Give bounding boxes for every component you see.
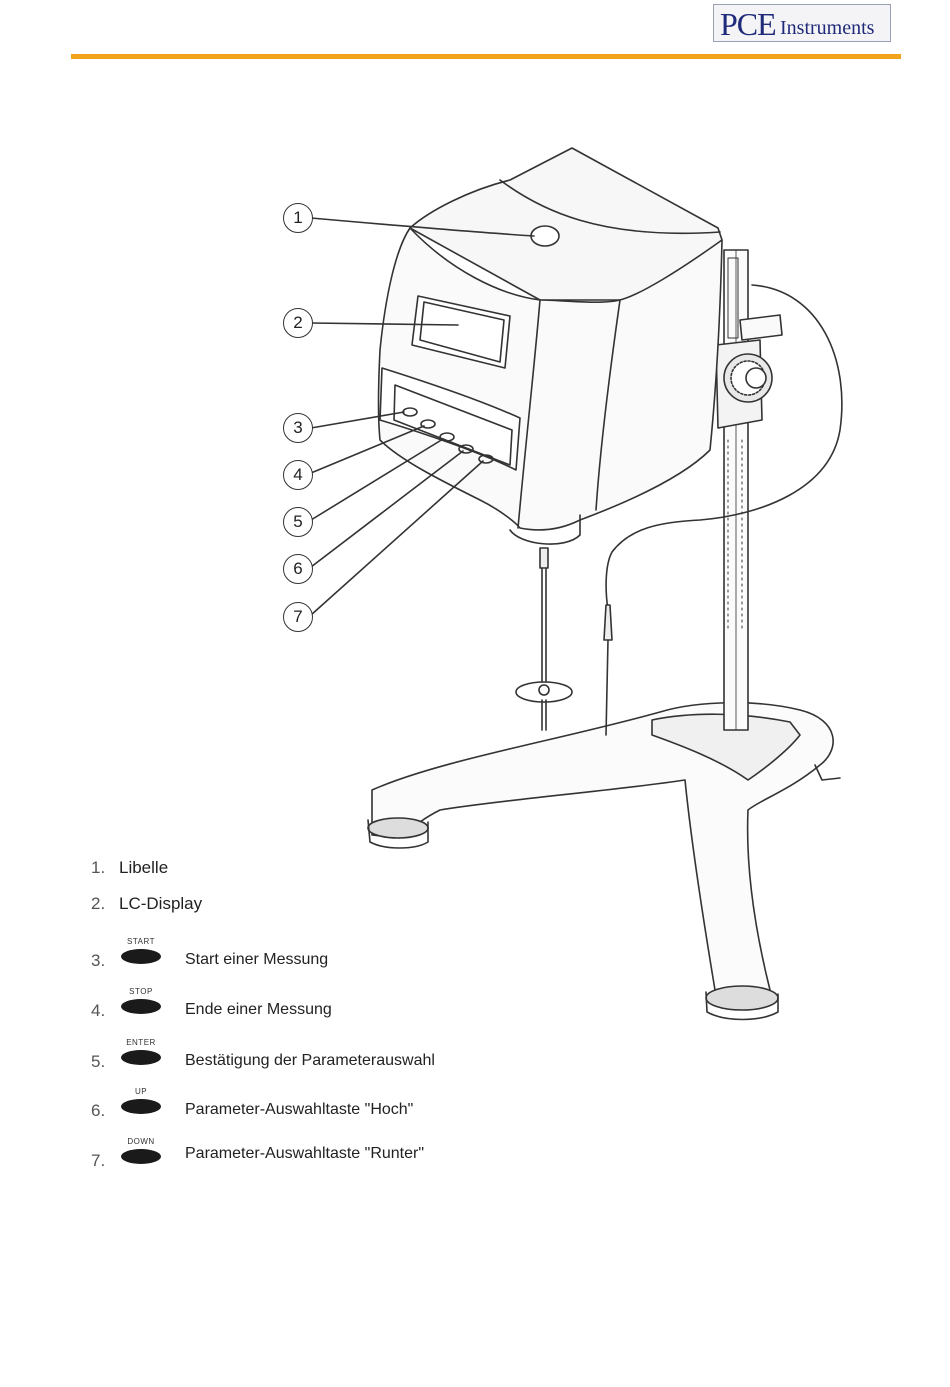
legend-label: Parameter-Auswahltaste "Runter": [185, 1145, 424, 1163]
key-caption: STOP: [121, 987, 161, 996]
callout-5: 5: [283, 507, 313, 537]
key-pill-icon: [121, 1149, 161, 1164]
legend-number: 6.: [91, 1101, 105, 1121]
callout-7: 7: [283, 602, 313, 632]
legend-number: 7.: [91, 1151, 105, 1171]
callout-4: 4: [283, 460, 313, 490]
callout-6: 6: [283, 554, 313, 584]
key-caption: UP: [121, 1087, 161, 1096]
legend-number: 1.: [91, 858, 105, 878]
legend-number: 4.: [91, 1001, 105, 1021]
callout-2: 2: [283, 308, 313, 338]
key-pill-icon: [121, 1099, 161, 1114]
key-caption: DOWN: [121, 1137, 161, 1146]
legend-label: Start einer Messung: [185, 951, 328, 969]
legend-number: 3.: [91, 951, 105, 971]
legend-label: Ende einer Messung: [185, 1001, 332, 1019]
legend-label: Parameter-Auswahltaste "Hoch": [185, 1101, 413, 1119]
legend-label: Libelle: [119, 858, 168, 878]
legend-number: 2.: [91, 894, 105, 914]
legend-label: LC-Display: [119, 894, 202, 914]
legend-label: Bestätigung der Parameterauswahl: [185, 1052, 435, 1070]
key-pill-icon: [121, 999, 161, 1014]
key-pill-icon: [121, 949, 161, 964]
key-pill-icon: [121, 1050, 161, 1065]
legend-number: 5.: [91, 1052, 105, 1072]
callout-1: 1: [283, 203, 313, 233]
key-caption: ENTER: [121, 1038, 161, 1047]
callout-3: 3: [283, 413, 313, 443]
key-caption: START: [121, 937, 161, 946]
